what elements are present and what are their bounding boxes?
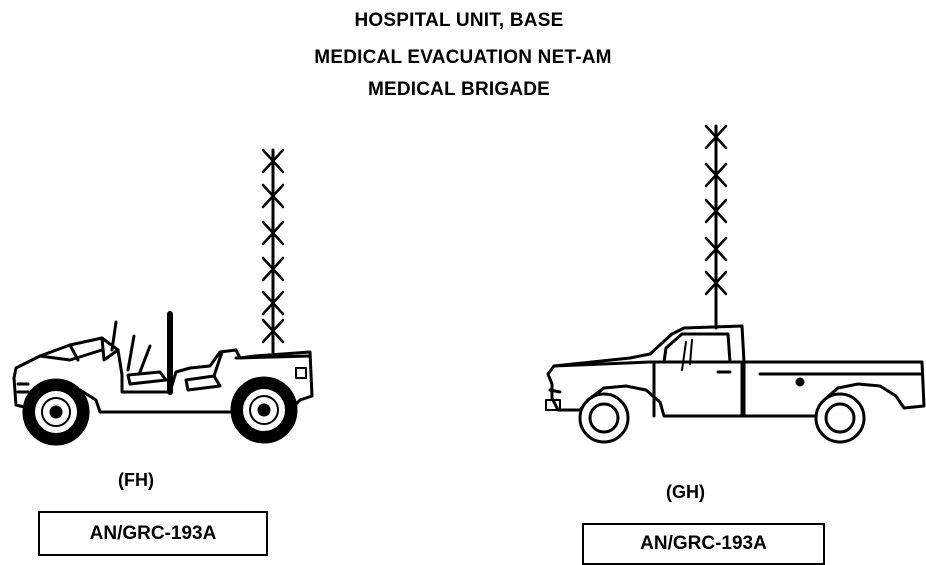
humvee-rear-wheel bbox=[232, 378, 296, 442]
radio-box-gh: AN/GRC-193A bbox=[582, 523, 825, 565]
vehicle-label-fh: (FH) bbox=[118, 470, 154, 491]
radio-label-fh: AN/GRC-193A bbox=[90, 523, 217, 545]
pickup-truck-icon bbox=[546, 126, 924, 442]
radio-box-fh: AN/GRC-193A bbox=[38, 511, 268, 556]
vehicle-label-gh: (GH) bbox=[666, 482, 705, 503]
pickup-front-wheel bbox=[580, 394, 628, 442]
pickup-rear-wheel bbox=[816, 394, 864, 442]
radio-label-gh: AN/GRC-193A bbox=[640, 533, 767, 555]
pickup-antenna bbox=[706, 126, 726, 328]
humvee-antenna bbox=[263, 150, 283, 352]
humvee-front-wheel bbox=[24, 380, 88, 444]
humvee-vehicle-icon bbox=[14, 150, 312, 444]
